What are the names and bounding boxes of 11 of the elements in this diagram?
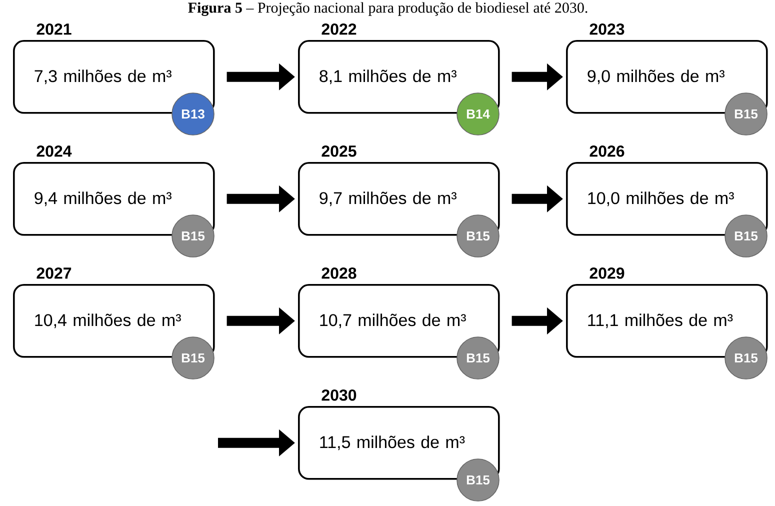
year-label: 2022 bbox=[322, 23, 356, 35]
year-label: 2021 bbox=[36, 23, 72, 35]
year-label: 2026 bbox=[590, 145, 624, 157]
year-label: 2028 bbox=[322, 267, 356, 279]
year-label: 2029 bbox=[590, 267, 624, 279]
year-label: 2024 bbox=[36, 145, 72, 157]
year-label: 2023 bbox=[590, 23, 624, 35]
year-label: 2025 bbox=[322, 145, 356, 157]
year-label: 2030 bbox=[322, 389, 356, 401]
title: Figura 5 – Projeção nacional para produção de biodiesel até 2030. bbox=[188, 2, 588, 16]
year-label: 2027 bbox=[36, 267, 72, 279]
